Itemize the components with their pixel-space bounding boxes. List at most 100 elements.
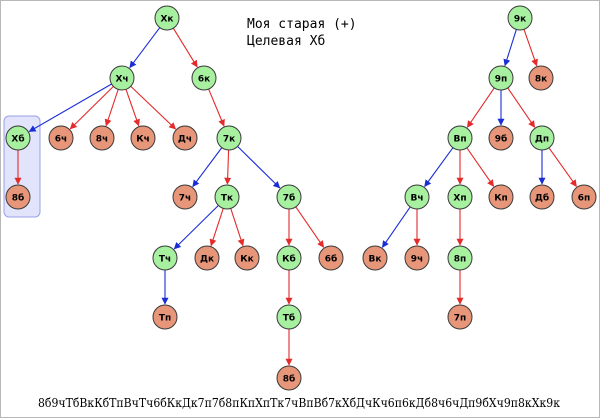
tree-node[interactable]: Тп <box>152 304 178 330</box>
node-label: Дб <box>535 193 549 204</box>
node-label: 9б <box>495 134 508 145</box>
edge-n_tk-n_dk <box>209 208 224 247</box>
tree-node[interactable]: 6п <box>571 184 597 210</box>
tree-node[interactable]: 8б <box>5 184 31 210</box>
tree-node[interactable]: Дп <box>529 125 555 151</box>
tree-node[interactable]: Кп <box>488 184 514 210</box>
node-label: Хк <box>160 15 173 25</box>
tree-node[interactable]: 7п <box>447 304 473 330</box>
node-circle <box>507 5 533 31</box>
edge-n_xch-n_dch <box>130 85 177 130</box>
title-line-2: Целевая Хб <box>247 34 325 49</box>
node-circle <box>172 125 198 151</box>
node-circle <box>571 184 597 210</box>
edge-n_xk-n_xch <box>129 27 161 69</box>
node-label: Тч <box>159 255 171 265</box>
node-circle <box>276 304 302 330</box>
edge-n_vch-n_vk <box>381 206 411 248</box>
node-circle <box>488 125 514 151</box>
node-circle <box>404 184 430 210</box>
tree-node[interactable]: Хч <box>109 65 135 91</box>
node-label: 6к <box>198 75 210 85</box>
tree-node[interactable]: Дб <box>529 184 555 210</box>
node-label: Кб <box>282 254 296 265</box>
tree-node[interactable]: Кб <box>276 245 302 271</box>
node-circle <box>194 245 220 271</box>
tree-node[interactable]: Хп <box>447 184 473 210</box>
node-label: 8б <box>12 193 25 204</box>
tree-node[interactable]: 8п <box>447 245 473 271</box>
tree-node[interactable]: Хб <box>5 125 31 151</box>
edge-n_6k-n_7k <box>208 88 225 127</box>
edge-n_xch-n_kch <box>125 89 140 127</box>
edge-n_dp-n_6p <box>548 147 577 187</box>
tree-node[interactable]: 9к <box>507 5 533 31</box>
tree-node[interactable]: 7б <box>276 184 302 210</box>
node-label: 7б <box>283 193 296 204</box>
node-circle <box>172 184 198 210</box>
edge-n_xk-n_6k <box>172 27 198 68</box>
node-circle <box>216 125 242 151</box>
tree-node[interactable]: 9ч <box>404 245 430 271</box>
edge-n_vp-n_vch <box>424 147 454 188</box>
node-circle <box>529 125 555 151</box>
edge-n_xch-n_xb <box>28 83 112 132</box>
node-label: 8к <box>535 75 547 85</box>
node-circle <box>318 245 344 271</box>
edges-layer <box>14 27 577 366</box>
tree-node[interactable]: 8ч <box>89 125 115 151</box>
node-label: Хб <box>11 134 24 145</box>
tree-node[interactable]: Дч <box>172 125 198 151</box>
tree-node[interactable]: Дк <box>194 245 220 271</box>
tree-node[interactable]: 6б <box>318 245 344 271</box>
edge-n_7k-n_tk <box>224 149 232 185</box>
node-label: 6б <box>325 254 338 265</box>
tree-node[interactable]: 6к <box>191 65 217 91</box>
node-circle <box>5 125 31 151</box>
edge-n_xch-n_8ch <box>104 89 119 127</box>
node-circle <box>234 245 260 271</box>
node-label: Кп <box>494 194 508 204</box>
tree-node[interactable]: Вч <box>404 184 430 210</box>
node-circle <box>447 304 473 330</box>
node-label: Вп <box>453 135 466 145</box>
tree-node[interactable]: Тб <box>276 304 302 330</box>
node-circle <box>404 245 430 271</box>
tree-node[interactable]: 9б <box>488 125 514 151</box>
tree-node[interactable]: Вп <box>447 125 473 151</box>
tree-node[interactable]: Кч <box>130 125 156 151</box>
node-label: Хч <box>115 75 128 85</box>
node-label: Вк <box>369 255 382 265</box>
edge-n_vp-n_kp <box>466 147 495 187</box>
title-line-1: Моя старая (+) <box>247 17 357 32</box>
tree-node[interactable]: Вк <box>362 245 388 271</box>
node-label: Хп <box>453 194 466 204</box>
node-circle <box>362 245 388 271</box>
node-label: 6ч <box>55 135 67 145</box>
tree-node[interactable]: 9п <box>488 65 514 91</box>
node-label: 7к <box>223 135 235 145</box>
tree-node[interactable]: 6ч <box>48 125 74 151</box>
tree-node[interactable]: 8б <box>276 365 302 391</box>
tree-node[interactable]: Тк <box>214 184 240 210</box>
tree-node[interactable]: 7к <box>216 125 242 151</box>
node-circle <box>488 184 514 210</box>
edge-n_tk-n_tch <box>173 205 219 250</box>
tree-node[interactable]: Хк <box>154 5 180 31</box>
node-circle <box>191 65 217 91</box>
tree-node[interactable]: 8к <box>528 65 554 91</box>
tree-node[interactable]: 7ч <box>172 184 198 210</box>
tree-node[interactable]: Тч <box>152 245 178 271</box>
move-sequence: 8б9чТбВкКбТпВчТч6бКкДк7п7б8пКпХпТк7чВпВб… <box>38 396 560 410</box>
edge-n_7b-n_6b <box>295 206 325 248</box>
node-circle <box>447 125 473 151</box>
tree-node[interactable]: Кк <box>234 245 260 271</box>
node-label: 6п <box>578 194 590 204</box>
node-label: Тп <box>159 314 171 324</box>
node-circle <box>130 125 156 151</box>
node-circle <box>109 65 135 91</box>
node-circle <box>48 125 74 151</box>
node-label: 9к <box>514 15 526 25</box>
